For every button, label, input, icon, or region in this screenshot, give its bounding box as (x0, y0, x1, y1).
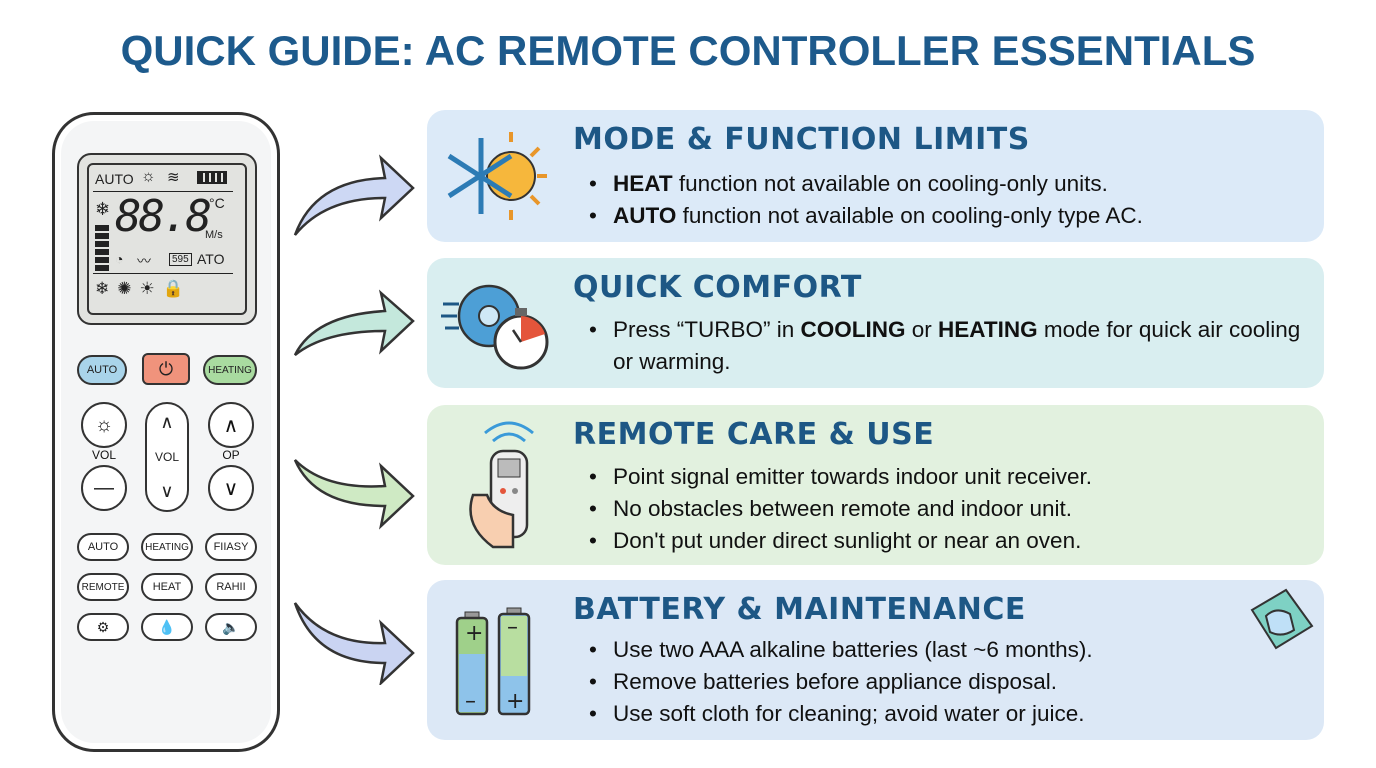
bullet: Remove batteries before appliance dispos… (587, 666, 1093, 698)
brightness-button[interactable]: ☼ (81, 402, 127, 448)
lcd-display: AUTO ☼ ≋ ❄ 88.8 °C M/s ◔ 〰 595 ATO ❄✺☀🔒 (77, 153, 257, 325)
vol-rocker[interactable]: ∧VOL∨ (145, 402, 189, 512)
lcd-unit-speed: M/s (205, 229, 223, 241)
bullet: No obstacles between remote and indoor u… (587, 493, 1092, 525)
op-up-button[interactable]: ∧ (208, 402, 254, 448)
section-battery: +––+ BATTERY & MAINTENANCE Use two AAA a… (427, 580, 1324, 740)
vol-label: VOL (91, 448, 116, 462)
remote-button[interactable]: REMOTE (77, 573, 129, 601)
wifi-icon: ≋ (167, 169, 180, 186)
svg-text:+: + (506, 689, 524, 714)
ac-remote-illustration: AUTO ☼ ≋ ❄ 88.8 °C M/s ◔ 〰 595 ATO ❄✺☀🔒 … (52, 112, 280, 752)
heat-button[interactable]: HEAT (141, 573, 193, 601)
op-label: OP (222, 448, 240, 462)
snowflake-icon: ❄ (95, 199, 111, 219)
signal-bars (95, 225, 109, 271)
turbo-fan-stopwatch-icon (441, 284, 549, 370)
arrow-icon (293, 602, 415, 685)
section-mode-limits: MODE & FUNCTION LIMITS HEAT function not… (427, 110, 1324, 242)
vol-rocker-label: VOL (154, 450, 179, 464)
arrow-icon (293, 154, 415, 236)
power-button[interactable]: ⏻ (142, 353, 190, 385)
section-title: BATTERY & MAINTENANCE (573, 592, 1026, 627)
arrow-icon (293, 459, 415, 530)
bullet: Don't put under direct sunlight or near … (587, 525, 1092, 557)
section-title: REMOTE CARE & USE (573, 417, 935, 452)
auto-button-2[interactable]: AUTO (77, 533, 129, 561)
bullet: Use soft cloth for cleaning; avoid water… (587, 698, 1093, 730)
section-title: MODE & FUNCTION LIMITS (573, 122, 1030, 157)
timer-icon: ◔ (115, 251, 124, 267)
battery-icon (197, 171, 227, 184)
fiiasy-button[interactable]: FIIASY (205, 533, 257, 561)
dry-button[interactable]: 💧 (141, 613, 193, 641)
bullet: AUTO function not available on cooling-o… (587, 200, 1143, 232)
bullet: Press “TURBO” in COOLING or HEATING mode… (587, 314, 1307, 378)
minus-button[interactable]: — (81, 465, 127, 511)
bullet: Point signal emitter towards indoor unit… (587, 461, 1092, 493)
clean-button[interactable]: ⚙ (77, 613, 129, 641)
svg-text:–: – (465, 689, 476, 714)
lcd-mode: AUTO (95, 171, 134, 187)
page-title: QUICK GUIDE: AC REMOTE CONTROLLER ESSENT… (120, 27, 1256, 74)
batteries-icon: +––+ (455, 607, 531, 716)
section-title: QUICK COMFORT (573, 270, 862, 305)
lcd-temperature: 88.8 (115, 191, 212, 242)
auto-button[interactable]: AUTO (77, 355, 127, 385)
svg-text:+: + (465, 621, 483, 646)
swing-icon: 〰 (137, 253, 151, 269)
heating-button[interactable]: HEATING (203, 355, 257, 385)
svg-text:–: – (507, 615, 518, 640)
lcd-unit-temp: °C (209, 195, 225, 211)
lcd-ato: ATO (197, 251, 225, 267)
heating-button-2[interactable]: HEATING (141, 533, 193, 561)
bullet: HEAT function not available on cooling-o… (587, 168, 1143, 200)
snowflake-sun-icon (447, 132, 547, 220)
hand-remote-icon (469, 421, 534, 549)
rahii-button[interactable]: RAHII (205, 573, 257, 601)
op-down-button[interactable]: ∨ (208, 465, 254, 511)
section-quick-comfort: QUICK COMFORT Press “TURBO” in COOLING o… (427, 258, 1324, 388)
arrow-icon (293, 289, 415, 356)
sound-button[interactable]: 🔈 (205, 613, 257, 641)
section-remote-care: REMOTE CARE & USE Point signal emitter t… (427, 405, 1324, 565)
sun-icon: ☼ (141, 168, 156, 185)
cleaning-cloth-icon (1250, 588, 1314, 650)
lcd-timer-box: 595 (169, 253, 192, 266)
lcd-mode-icons: ❄✺☀🔒 (95, 279, 192, 298)
bullet: Use two AAA alkaline batteries (last ~6 … (587, 634, 1093, 666)
